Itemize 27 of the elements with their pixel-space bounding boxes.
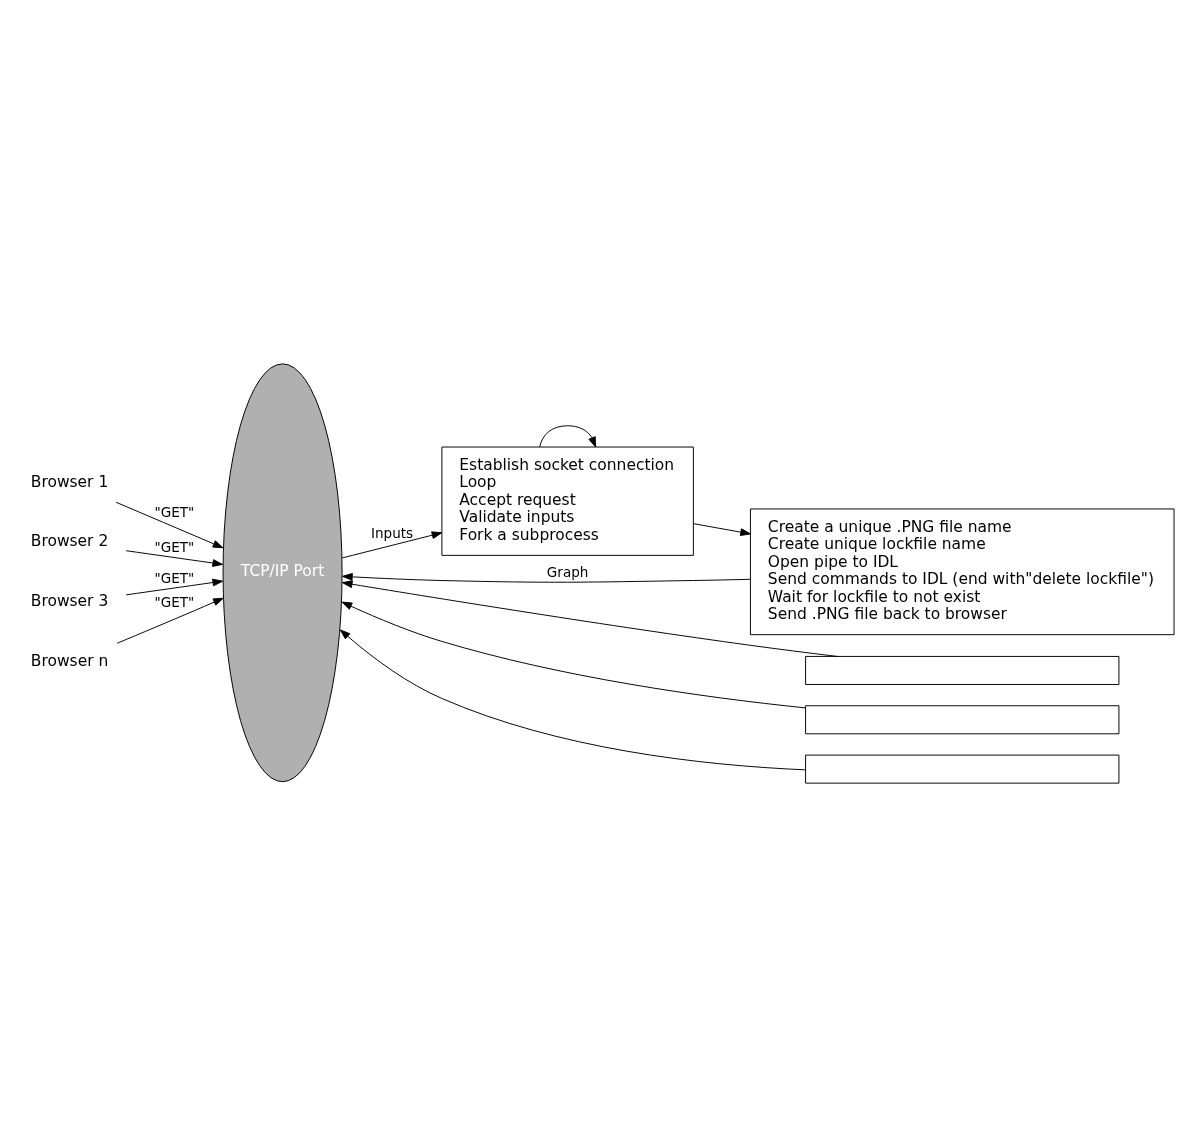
node-box: Create a unique .PNG file name Create unique lockfile name Open pipe to IDL Send commands to IDL (end with"delete lockfile") Wait for lockfile to not exist Send .PNG file back to browser bbox=[749, 507, 1175, 635]
node-box bbox=[805, 655, 1120, 685]
arrow bbox=[115, 501, 224, 548]
edge-label: "GET" bbox=[154, 569, 195, 586]
node-ellipse: TCP/IP Port bbox=[222, 362, 343, 782]
edge-label: Inputs bbox=[371, 524, 414, 541]
node-text: Browser 3 bbox=[30, 591, 109, 610]
edge-label: Graph bbox=[546, 563, 589, 580]
arrow bbox=[539, 424, 597, 447]
edge-label: "GET" bbox=[154, 538, 195, 555]
node-text: Browser 2 bbox=[30, 531, 109, 550]
node-box: Establish socket connection Loop Accept request Validate inputs Fork a subprocess bbox=[441, 446, 694, 556]
edge-label: "GET" bbox=[154, 593, 195, 610]
edge-label: "GET" bbox=[154, 503, 195, 520]
node-box bbox=[805, 704, 1120, 734]
arrow bbox=[341, 530, 443, 558]
arrow bbox=[125, 549, 224, 567]
arrow bbox=[125, 578, 224, 595]
arrow bbox=[341, 579, 838, 657]
node-text: Browser 1 bbox=[30, 472, 109, 490]
arrow bbox=[116, 597, 224, 644]
node-box bbox=[805, 754, 1120, 784]
arrow bbox=[341, 601, 806, 708]
arrow bbox=[339, 628, 806, 770]
arrow bbox=[692, 522, 751, 536]
node-text: Browser n bbox=[30, 651, 109, 670]
arrow bbox=[342, 572, 751, 583]
